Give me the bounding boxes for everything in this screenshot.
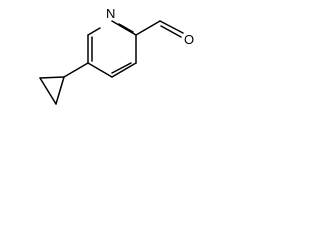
bond-ring-to-carbonyl <box>135 20 161 36</box>
pyridine-ring <box>87 20 137 78</box>
bond-c5-c6 <box>87 62 113 78</box>
bond-cyclopropyl-c <box>39 77 57 105</box>
bond-c2-c3-double <box>118 23 134 33</box>
bond-cyclopropyl-a <box>39 76 65 79</box>
bond-n1-c2 <box>111 20 137 36</box>
bond-ring-to-cyclopropyl <box>63 62 89 78</box>
atom-label-oxygen: O <box>184 32 194 47</box>
atom-label-nitrogen: N <box>106 6 115 21</box>
bond-carbonyl-double <box>160 25 182 38</box>
bond-c4-c5-double <box>111 62 132 74</box>
chemical-structure-drawing: N O <box>39 6 194 105</box>
bond-c4-c5 <box>111 62 137 78</box>
bond-carbonyl-to-oxygen <box>159 20 184 34</box>
cyclopropyl-group <box>39 62 89 105</box>
aldehyde-group <box>135 20 184 38</box>
bond-cyclopropyl-b <box>55 76 65 105</box>
bond-n1-c2-part <box>87 27 101 36</box>
